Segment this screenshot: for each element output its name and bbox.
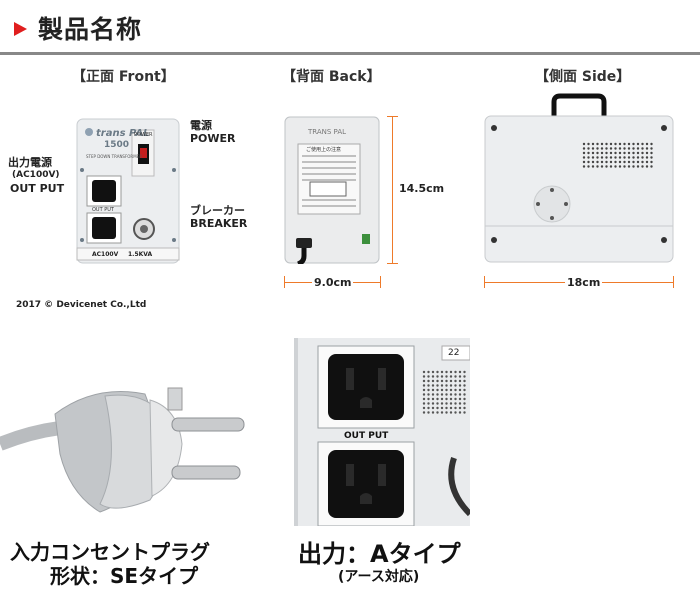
front-device-outlet-label: OUT PUT (92, 207, 114, 213)
power-label-en: POWER (190, 132, 236, 145)
back-width-label: 9.0cm (312, 276, 354, 289)
side-width-cap-left (484, 276, 485, 288)
front-device-brand: trans PAL (96, 128, 150, 139)
output-panel-corner-text: 22 (448, 348, 460, 358)
output-label-en: OUT PUT (10, 182, 65, 195)
front-device-image: trans PAL 1500 STEP DOWN TRANSFORMER POW… (76, 118, 180, 264)
output-caption-line2: (アース対応) (338, 569, 420, 585)
side-heading: 【側面 Side】 (535, 69, 631, 85)
header-divider (0, 52, 700, 55)
front-device-subtitle: STEP DOWN TRANSFORMER (86, 154, 142, 159)
output-label-sub: (AC100V) (12, 170, 60, 180)
back-heading: 【背面 Back】 (282, 69, 381, 85)
output-panel-image: OUT PUT 22 (294, 338, 470, 526)
back-height-cap-top (387, 116, 398, 117)
front-device-rating-right: 1.5KVA (128, 251, 153, 258)
front-heading: 【正面 Front】 (72, 69, 175, 85)
plug-caption-line1: 入力コンセントプラグ (10, 540, 210, 564)
power-label-jp: 電源 (190, 119, 212, 132)
front-device-model: 1500 (104, 140, 130, 150)
back-height-line (392, 116, 393, 264)
back-height-cap-bottom (387, 263, 398, 264)
output-label-jp: 出力電源 (8, 156, 52, 169)
side-device-image (484, 92, 674, 264)
back-height-label: 14.5cm (399, 182, 445, 195)
side-width-label: 18cm (565, 276, 603, 289)
header-arrow-icon (14, 22, 27, 36)
plug-caption-line2: 形状：SEタイプ (50, 564, 199, 588)
output-panel-label: OUT PUT (344, 431, 389, 441)
back-device-image: TRANS PAL ご使用上の注意 (284, 116, 380, 264)
copyright-text: 2017 © Devicenet Co.,Ltd (16, 300, 147, 310)
page-title: 製品名称 (38, 15, 143, 44)
back-width-cap-right (380, 276, 381, 288)
back-device-brand: TRANS PAL (308, 128, 347, 136)
output-caption-line1: 出力：Aタイプ (298, 540, 461, 568)
front-device-rating-left: AC100V (92, 251, 119, 258)
side-width-cap-right (673, 276, 674, 288)
plug-image (0, 374, 250, 524)
back-device-notice: ご使用上の注意 (306, 147, 342, 153)
front-device-power-label: POWER (134, 132, 153, 138)
breaker-label-jp: ブレーカー (190, 204, 245, 217)
back-width-cap-left (284, 276, 285, 288)
breaker-label-en: BREAKER (190, 217, 248, 230)
